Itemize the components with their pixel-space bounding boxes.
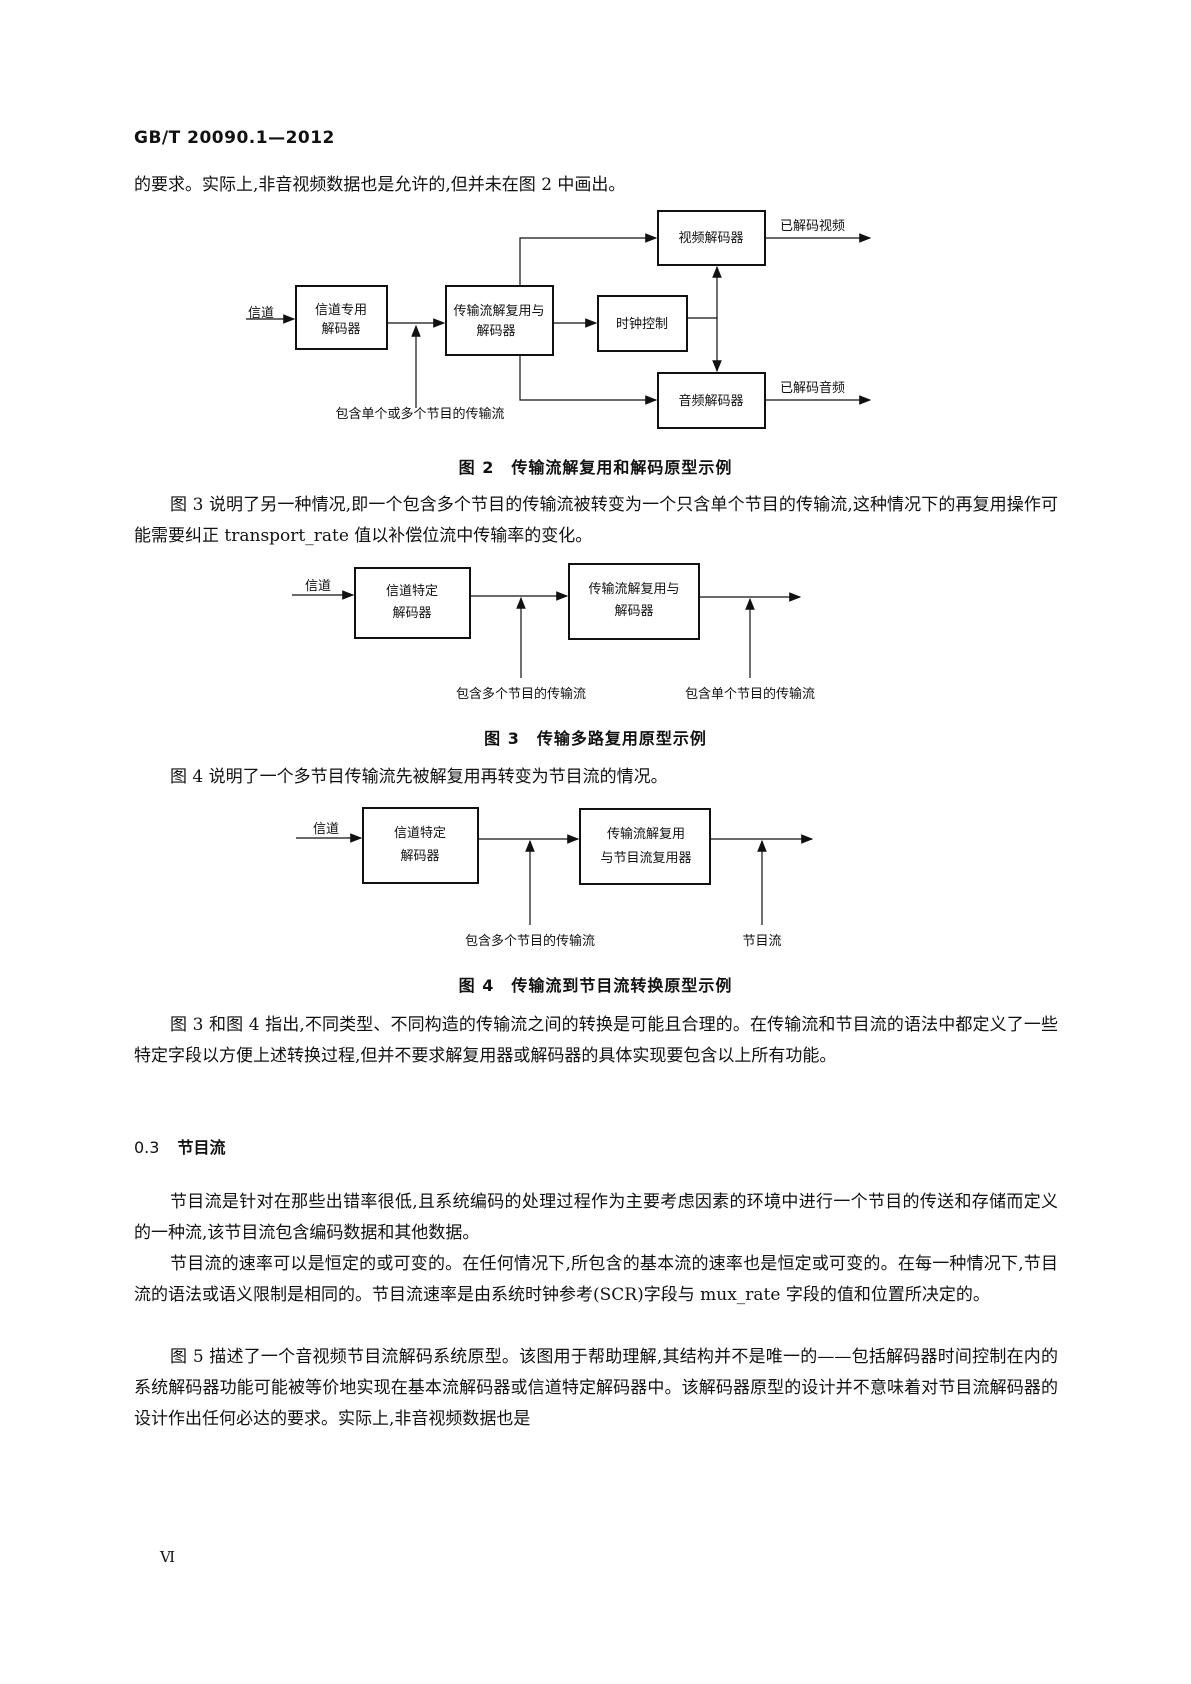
fig4-demux-mux-line1: 传输流解复用 xyxy=(607,826,685,842)
channel-decoder-box xyxy=(295,285,388,350)
figure-4-caption: 图 4 传输流到节目流转换原型示例 xyxy=(458,976,733,995)
fig4-multi-program-label: 包含多个节目的传输流 xyxy=(465,933,595,949)
fig2-demux-line2: 解码器 xyxy=(476,324,515,339)
paragraph-3: 图 4 说明了一个多节目传输流先被解复用再转变为节目流的情况。 xyxy=(170,767,668,787)
figure-2-diagram: 信道 信道专用 解码器 传输流解复用与 解码器 时钟控制 视频解码器 音频解码器… xyxy=(246,210,872,429)
fig3-channel-label: 信道 xyxy=(305,579,331,594)
fig2-channel-decoder-line1: 信道专用 xyxy=(315,303,367,318)
fig3-channel-decoder-line1: 信道特定 xyxy=(386,584,438,599)
fig2-decoded-video-label: 已解码视频 xyxy=(780,219,845,234)
fig2-channel-decoder-line2: 解码器 xyxy=(321,322,360,337)
figure-4-diagram: 信道 信道特定 解码器 传输流解复用 与节目流复用器 包含多个节目的传输流 节目… xyxy=(296,807,814,949)
fig4-channel-label: 信道 xyxy=(313,822,339,837)
fig2-audio-decoder-label: 音频解码器 xyxy=(678,393,743,409)
fig4-demux-mux-box xyxy=(579,808,711,885)
fig3-single-program-label: 包含单个节目的传输流 xyxy=(685,686,815,702)
section-number: 0.3 xyxy=(134,1138,160,1157)
fig3-channel-decoder-line2: 解码器 xyxy=(392,606,431,621)
fig4-demux-mux-line2: 与节目流复用器 xyxy=(600,851,691,866)
paragraph-1: 的要求。实际上,非音视频数据也是允许的,但并未在图 2 中画出。 xyxy=(134,175,626,195)
fig2-demux-line1: 传输流解复用与 xyxy=(453,303,544,319)
fig4-channel-decoder-line1: 信道特定 xyxy=(394,826,446,841)
standard-number: GB/T 20090.1—2012 xyxy=(134,128,335,148)
fig2-video-decoder-label: 视频解码器 xyxy=(678,231,743,246)
fig4-program-stream-label: 节目流 xyxy=(742,934,781,949)
fig2-channel-label: 信道 xyxy=(248,306,274,321)
paragraph-6: 节目流的速率可以是恒定的或可变的。在任何情况下,所包含的基本流的速率也是恒定或可… xyxy=(134,1254,1058,1305)
fig3-demux-decoder-box xyxy=(568,563,700,640)
fig2-clock-label: 时钟控制 xyxy=(616,316,668,332)
fig2-input-label: 包含单个或多个节目的传输流 xyxy=(335,406,504,422)
paragraph-2: 图 3 说明了另一种情况,即一个包含多个节目的传输流被转变为一个只含单个节目的传… xyxy=(134,495,1058,546)
figure-3-diagram: 信道 信道特定 解码器 传输流解复用与 解码器 包含多个节目的传输流 包含单个节… xyxy=(292,563,815,702)
clock-control-box xyxy=(597,295,688,352)
page-number: Ⅵ xyxy=(160,1548,176,1566)
fig4-channel-decoder-line2: 解码器 xyxy=(400,849,439,864)
fig3-multi-program-label: 包含多个节目的传输流 xyxy=(456,686,586,702)
fig3-demux-line1: 传输流解复用与 xyxy=(588,581,679,597)
figure-3-caption: 图 3 传输多路复用原型示例 xyxy=(484,729,707,748)
figure-2-caption: 图 2 传输流解复用和解码原型示例 xyxy=(458,458,733,477)
fig2-decoded-audio-label: 已解码音频 xyxy=(780,380,845,396)
fig3-channel-decoder-box xyxy=(354,567,471,639)
fig4-channel-decoder-box xyxy=(362,807,479,884)
paragraph-7: 图 5 描述了一个音视频节目流解码系统原型。该图用于帮助理解,其结构并不是唯一的… xyxy=(134,1347,1058,1429)
section-heading: 0.3 节目流 xyxy=(134,1134,225,1158)
paragraph-4: 图 3 和图 4 指出,不同类型、不同构造的传输流之间的转换是可能且合理的。在传… xyxy=(134,1015,1058,1066)
section-title: 节目流 xyxy=(177,1138,226,1157)
fig3-demux-line2: 解码器 xyxy=(614,604,653,619)
paragraph-5: 节目流是针对在那些出错率很低,且系统编码的处理过程作为主要考虑因素的环境中进行一… xyxy=(134,1192,1058,1243)
demux-decoder-box xyxy=(445,285,554,356)
